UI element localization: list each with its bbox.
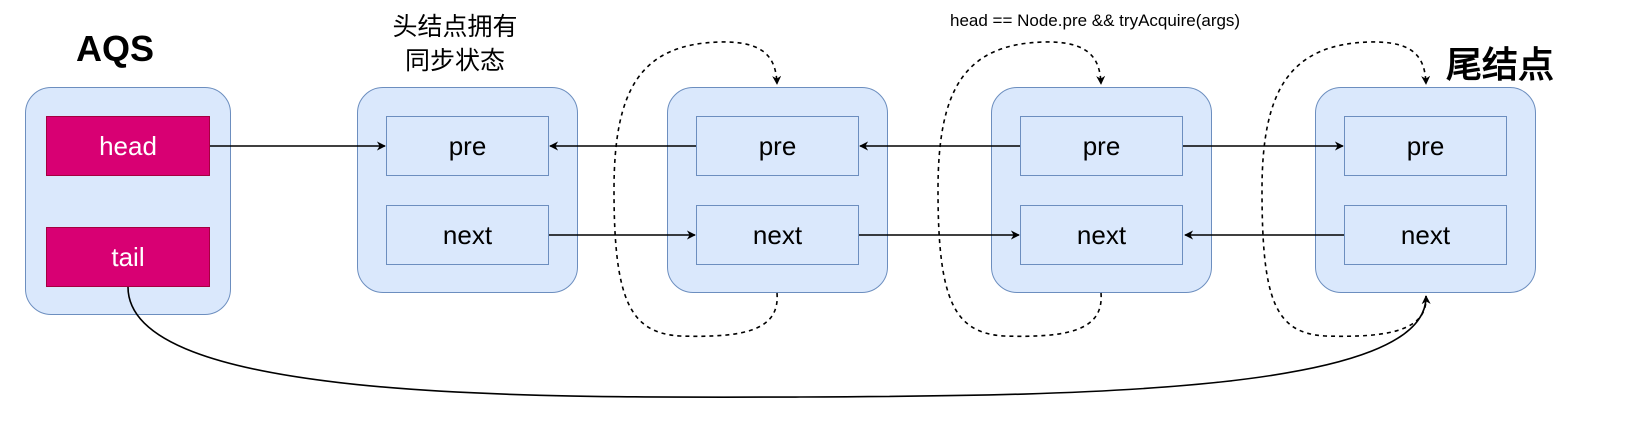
node-2-pre: pre: [696, 116, 859, 176]
loop-node2: [613, 41, 782, 338]
node-3-next: next: [1020, 205, 1183, 265]
loop-node3: [937, 41, 1106, 338]
head-node-caption-line2: 同步状态: [404, 47, 505, 75]
tail-field: tail: [46, 227, 210, 287]
head-node-caption: 头结点拥有 同步状态: [370, 10, 540, 78]
acquire-condition-label: head == Node.pre && tryAcquire(args): [950, 11, 1241, 30]
head-field: head: [46, 116, 210, 176]
node-4-next: next: [1344, 205, 1507, 265]
loop-node4: [1261, 41, 1431, 338]
tail-node-caption: 尾结点: [1446, 44, 1555, 85]
node-1-pre: pre: [386, 116, 549, 176]
head-node-caption-line1: 头结点拥有: [392, 13, 518, 41]
node-3-pre: pre: [1020, 116, 1183, 176]
node-4-pre: pre: [1344, 116, 1507, 176]
node-1-next: next: [386, 205, 549, 265]
aqs-title: AQS: [76, 28, 155, 69]
edge-tail-to-node4: [127, 286, 1431, 399]
node-2-next: next: [696, 205, 859, 265]
